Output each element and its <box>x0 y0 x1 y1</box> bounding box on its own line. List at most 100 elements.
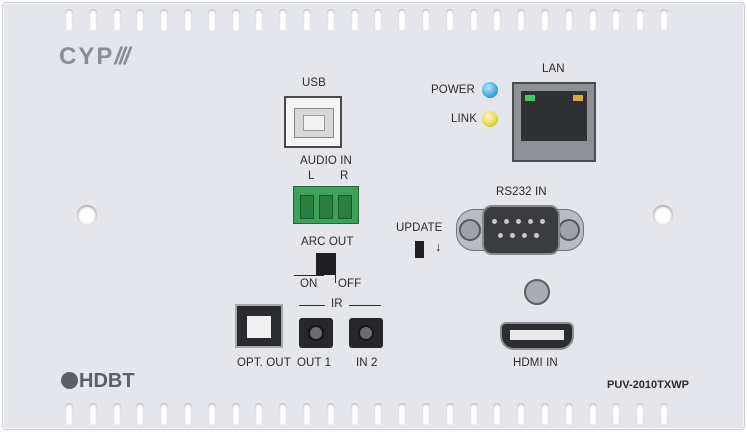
arc-on-label: ON <box>300 278 318 290</box>
vent-slot <box>517 9 526 31</box>
vent-slot <box>136 403 145 425</box>
usb-b-port[interactable] <box>284 96 342 148</box>
db9-pin <box>540 219 545 224</box>
db9-screw-right <box>558 219 580 241</box>
mounting-hole-left <box>77 205 97 225</box>
vent-slot <box>564 403 573 425</box>
vent-slot <box>588 403 597 425</box>
vent-slot <box>350 9 359 31</box>
db9-pin <box>522 233 527 238</box>
vent-slot <box>207 403 216 425</box>
vent-slot <box>398 403 407 425</box>
arc-off-label: OFF <box>338 278 362 290</box>
vent-slot <box>326 9 335 31</box>
arc-bracket-divider <box>335 271 336 283</box>
update-label: UPDATE <box>396 222 443 234</box>
vent-slot <box>469 9 478 31</box>
vent-slot <box>588 9 597 31</box>
vent-slot <box>184 403 192 425</box>
lan-label: LAN <box>542 63 565 75</box>
top-vent-slots <box>65 9 685 33</box>
vent-slot <box>231 403 240 425</box>
vent-slot <box>374 403 383 425</box>
terminal-slot <box>338 195 352 219</box>
vent-slot <box>422 9 430 31</box>
db9-pin <box>528 219 533 224</box>
vent-slot <box>184 9 192 31</box>
audio-in-l-label: L <box>308 170 315 182</box>
db9-pin <box>504 219 509 224</box>
vent-slot <box>612 9 621 31</box>
optical-out-port[interactable] <box>235 304 283 348</box>
vent-slot <box>636 403 645 425</box>
in2-label: IN 2 <box>356 357 378 369</box>
cyp-logo: CYP/// <box>59 43 130 71</box>
mounting-hole-right <box>653 205 673 225</box>
vent-slot <box>636 9 645 31</box>
vent-slot <box>660 9 668 31</box>
vent-slot <box>136 9 145 31</box>
lan-rj45-port[interactable] <box>512 82 596 162</box>
power-label: POWER <box>431 84 475 96</box>
hdbaset-logo-mark <box>61 372 78 389</box>
bottom-vent-slots <box>65 403 685 427</box>
terminal-slot <box>319 195 333 219</box>
rs232-db9-port[interactable] <box>456 203 584 255</box>
usb-port-opening <box>294 108 334 138</box>
vent-slot <box>231 9 240 31</box>
vent-slot <box>445 403 454 425</box>
vent-slot <box>350 403 359 425</box>
vent-slot <box>564 9 573 31</box>
vent-slot <box>326 403 335 425</box>
db9-pin <box>534 233 539 238</box>
usb-port-pin <box>303 115 325 131</box>
lan-activity-led <box>573 95 583 101</box>
cyp-logo-bars: /// <box>114 43 130 70</box>
db9-pin <box>516 219 521 224</box>
arc-out-switch[interactable] <box>316 253 336 275</box>
audio-terminal-block[interactable] <box>293 186 359 224</box>
audio-in-label: AUDIO IN <box>300 155 352 167</box>
out1-label: OUT 1 <box>297 357 332 369</box>
rs232-label: RS232 IN <box>496 186 547 198</box>
vent-slot <box>88 9 97 31</box>
vent-slot <box>207 9 216 31</box>
vent-slot <box>88 403 97 425</box>
vent-slot <box>112 403 121 425</box>
lan-port-opening <box>521 91 587 141</box>
jack-hole <box>358 325 374 341</box>
link-led <box>482 111 498 127</box>
audio-in-r-label: R <box>340 170 349 182</box>
vent-slot <box>65 403 73 425</box>
ground-screw <box>524 279 550 305</box>
usb-label: USB <box>302 77 326 89</box>
vent-slot <box>255 403 264 425</box>
jack-hole <box>308 325 324 341</box>
arc-out-label: ARC OUT <box>301 236 354 248</box>
ir-out1-jack[interactable] <box>299 318 333 348</box>
vent-slot <box>422 403 430 425</box>
hdbaset-logo-text: HDBT <box>79 370 135 392</box>
vent-slot <box>517 403 526 425</box>
hdbaset-logo: HDBT <box>61 370 135 393</box>
vent-slot <box>303 403 311 425</box>
vent-slot <box>303 9 311 31</box>
vent-slot <box>541 403 549 425</box>
vent-slot <box>279 403 288 425</box>
db9-pin <box>498 233 503 238</box>
hdmi-in-port[interactable] <box>500 322 574 350</box>
vent-slot <box>612 403 621 425</box>
power-led <box>482 82 498 98</box>
ir-line-left <box>299 305 325 306</box>
vent-slot <box>160 403 169 425</box>
db9-pin <box>492 219 497 224</box>
ir-in2-jack[interactable] <box>349 318 383 348</box>
db9-screw-left <box>459 219 481 241</box>
vent-slot <box>493 403 502 425</box>
update-switch[interactable] <box>415 241 424 258</box>
hdmi-port-opening <box>510 330 564 340</box>
vent-slot <box>160 9 169 31</box>
vent-slot <box>493 9 502 31</box>
vent-slot <box>469 403 478 425</box>
